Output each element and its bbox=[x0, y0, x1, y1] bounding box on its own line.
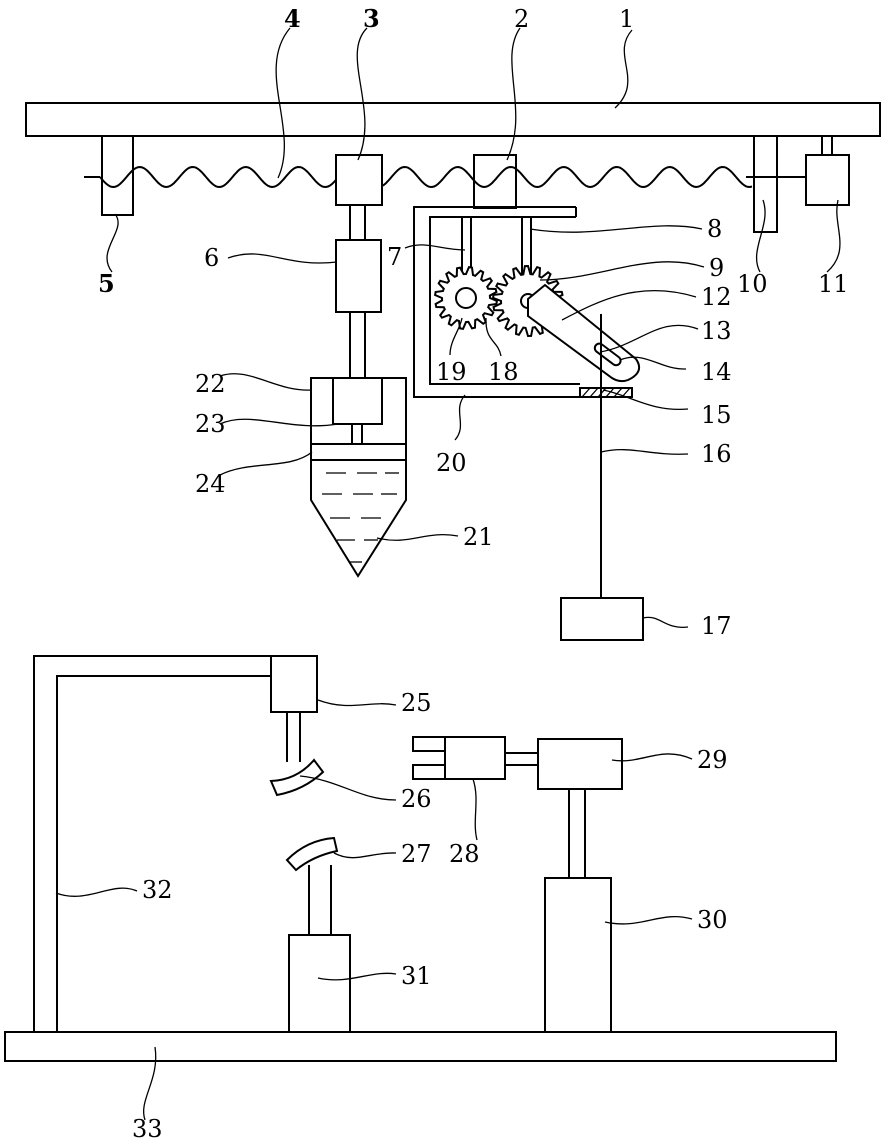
motor bbox=[806, 155, 849, 205]
block-17 bbox=[561, 598, 643, 640]
leader-line-9 bbox=[540, 262, 704, 280]
part-label-29: 29 bbox=[697, 746, 728, 774]
gripper-jaw-bottom bbox=[413, 765, 445, 779]
part-label-30: 30 bbox=[697, 906, 728, 934]
leader-line-3 bbox=[357, 28, 367, 160]
upper-holder bbox=[271, 656, 317, 712]
part-label-21: 21 bbox=[463, 523, 494, 551]
leader-line-6 bbox=[228, 254, 337, 263]
gripper-body bbox=[445, 737, 505, 779]
right-support bbox=[754, 136, 777, 232]
leader-line-1 bbox=[615, 30, 632, 108]
motor-shaft bbox=[822, 136, 832, 155]
part-label-28: 28 bbox=[449, 840, 480, 868]
leader-line-13 bbox=[600, 325, 698, 352]
piston-plate bbox=[311, 444, 406, 460]
part-label-3: 3 bbox=[363, 4, 380, 33]
leader-line-25 bbox=[318, 700, 396, 706]
part-label-22: 22 bbox=[195, 370, 226, 398]
part-label-6: 6 bbox=[204, 244, 219, 272]
cylinder bbox=[336, 240, 381, 312]
part-label-31: 31 bbox=[401, 962, 432, 990]
part-label-19: 19 bbox=[436, 358, 467, 386]
leader-line-8 bbox=[530, 226, 702, 232]
part-label-5: 5 bbox=[98, 269, 115, 298]
gripper-jaw-top bbox=[413, 737, 445, 751]
part-label-33: 33 bbox=[132, 1115, 163, 1142]
l-frame bbox=[34, 656, 272, 1032]
leader-line-5 bbox=[107, 214, 118, 272]
lower-base-block bbox=[289, 935, 350, 1032]
screw-rod bbox=[100, 167, 752, 187]
leader-line-16 bbox=[601, 450, 688, 455]
leader-line-32 bbox=[56, 888, 137, 896]
top-beam bbox=[26, 103, 880, 136]
part-label-1: 1 bbox=[619, 5, 634, 33]
upper-arc-block bbox=[271, 760, 323, 795]
part-label-20: 20 bbox=[436, 449, 467, 477]
part-label-27: 27 bbox=[401, 840, 432, 868]
part-label-10: 10 bbox=[737, 270, 768, 298]
column-base bbox=[545, 878, 611, 1032]
part-label-14: 14 bbox=[701, 358, 732, 386]
nut-block bbox=[336, 155, 382, 205]
part-label-7: 7 bbox=[387, 243, 402, 271]
leader-line-27 bbox=[334, 853, 396, 858]
leader-line-11 bbox=[827, 200, 840, 272]
part-label-8: 8 bbox=[707, 215, 722, 243]
part-label-25: 25 bbox=[401, 689, 432, 717]
leader-line-18 bbox=[486, 318, 501, 356]
base-plate bbox=[5, 1032, 836, 1061]
leader-line-29 bbox=[612, 754, 692, 761]
part-label-4: 4 bbox=[284, 4, 301, 33]
gripper-motor bbox=[538, 739, 622, 789]
part-label-32: 32 bbox=[142, 876, 173, 904]
leader-lines bbox=[56, 28, 840, 1120]
leader-line-15 bbox=[603, 390, 688, 409]
leader-line-30 bbox=[605, 917, 692, 924]
part-label-2: 2 bbox=[514, 5, 529, 33]
lower-arc-block bbox=[287, 838, 337, 870]
part-label-23: 23 bbox=[195, 410, 226, 438]
part-label-9: 9 bbox=[709, 254, 724, 282]
part-label-12: 12 bbox=[701, 283, 732, 311]
part-label-24: 24 bbox=[195, 470, 226, 498]
piston-block bbox=[333, 378, 382, 424]
leader-line-28 bbox=[473, 779, 477, 840]
part-label-16: 16 bbox=[701, 440, 732, 468]
crank-arm bbox=[528, 285, 639, 381]
part-label-15: 15 bbox=[701, 401, 732, 429]
part-label-11: 11 bbox=[818, 270, 849, 298]
leader-line-17 bbox=[643, 617, 688, 627]
part-label-17: 17 bbox=[701, 612, 732, 640]
part-label-13: 13 bbox=[701, 317, 732, 345]
leader-line-2 bbox=[507, 28, 520, 160]
part-label-26: 26 bbox=[401, 785, 432, 813]
cone-hopper bbox=[311, 460, 406, 576]
part-label-18: 18 bbox=[488, 358, 519, 386]
leader-line-21 bbox=[377, 535, 458, 541]
gear-left-hub bbox=[456, 288, 476, 308]
slide-block bbox=[474, 155, 516, 208]
leader-line-20 bbox=[455, 395, 465, 440]
leader-line-22 bbox=[220, 374, 312, 390]
leader-line-24 bbox=[220, 452, 312, 475]
